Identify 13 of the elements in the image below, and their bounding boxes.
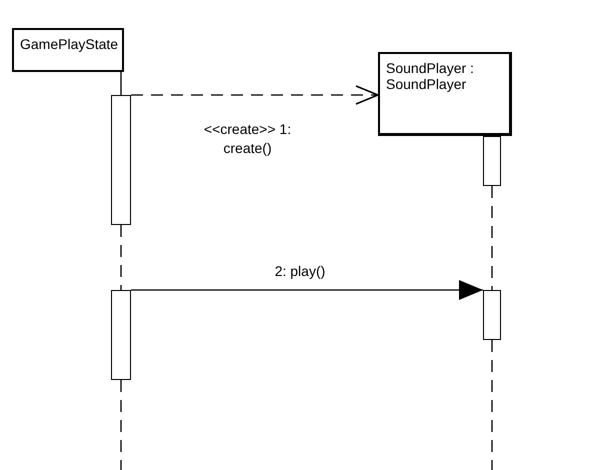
lifeline-head-box: GamePlayState: [12, 28, 124, 72]
activation-bar: [483, 290, 501, 340]
activation-bar: [111, 290, 131, 380]
lifeline: [120, 225, 122, 290]
activation-bar: [483, 136, 501, 186]
lifeline: [120, 380, 122, 470]
lifeline: [120, 72, 122, 95]
lifeline: [491, 340, 493, 470]
lifeline: [491, 186, 493, 290]
lifeline-head-box: SoundPlayer : SoundPlayer: [378, 52, 512, 136]
message-arrow: [131, 280, 483, 300]
activation-bar: [111, 95, 131, 225]
message-arrow: [131, 85, 379, 105]
